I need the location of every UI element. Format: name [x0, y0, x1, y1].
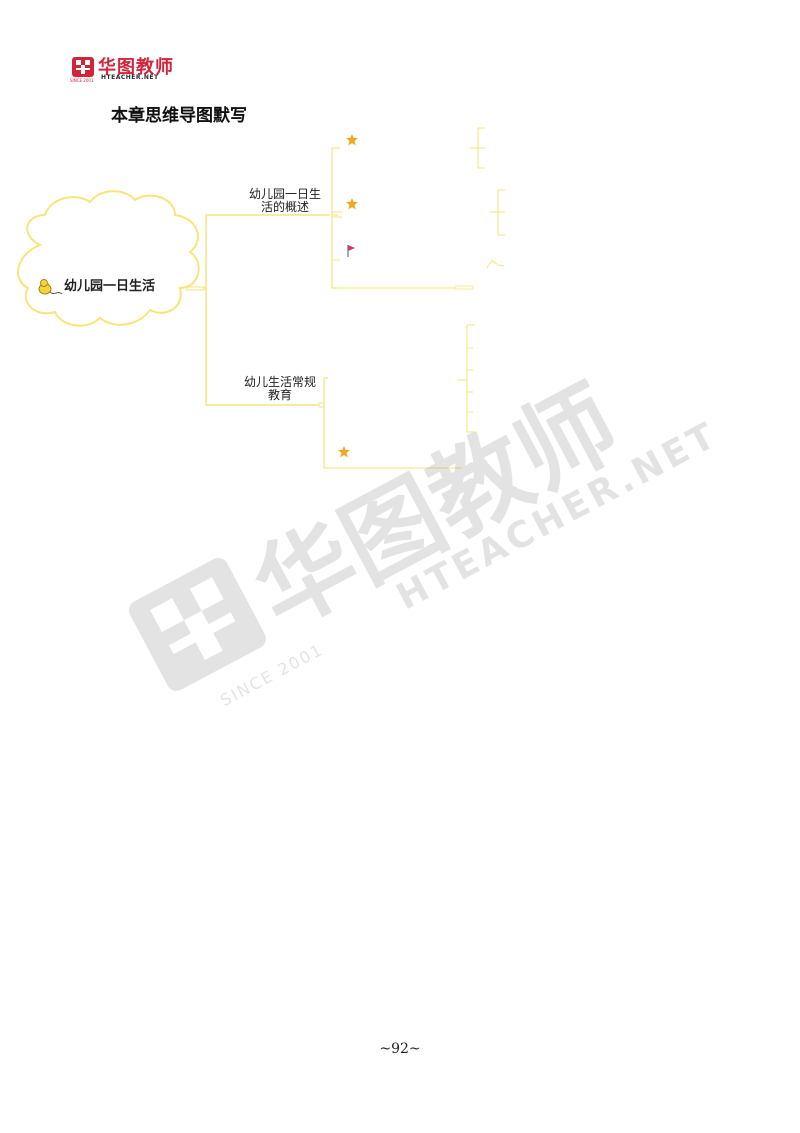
- duck-icon: [38, 279, 63, 295]
- star-icon: [346, 198, 358, 210]
- logo-en-text: HTEACHER.NET: [101, 74, 159, 81]
- flag-icon: [347, 245, 355, 257]
- logo-cn-text: 华图教师: [98, 57, 174, 78]
- branch-node-label: 幼儿生活常规教育: [243, 375, 316, 402]
- page-number: ~92~: [379, 1041, 421, 1057]
- watermark-since-text: SINCE 2001: [217, 640, 327, 710]
- star-icon: [338, 446, 350, 458]
- brand-logo: 华图教师 HTEACHER.NET SINCE 2001: [70, 55, 192, 85]
- root-cloud-shape: [17, 190, 200, 327]
- section-title: 本章思维导图默写: [111, 106, 247, 126]
- star-icon: [346, 134, 358, 146]
- logo-since-text: SINCE 2001: [70, 78, 94, 83]
- mind-map-canvas: [17, 127, 505, 469]
- root-node-label: 幼儿园一日生活: [64, 279, 156, 294]
- branch-node-label: 幼儿园一日生活的概述: [248, 187, 321, 214]
- logo-mark-icon: [72, 57, 94, 77]
- mind-map: 幼儿园一日生活 幼儿园一日生活的概述 幼儿生活常规教育: [0, 120, 800, 490]
